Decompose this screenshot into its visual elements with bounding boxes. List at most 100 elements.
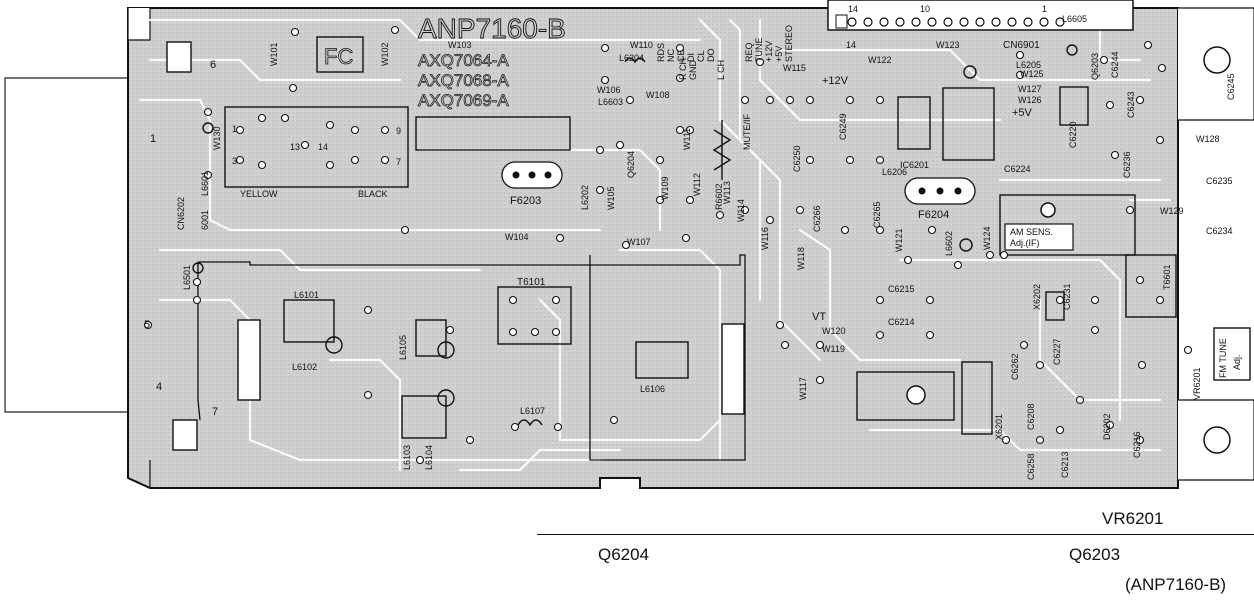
label-l6501: L6501 <box>182 265 192 290</box>
label-13: 13 <box>290 142 300 152</box>
pin-signal: GND <box>688 60 698 81</box>
label-w123: W123 <box>936 40 960 50</box>
label-14: 14 <box>846 40 856 50</box>
label-w119: W119 <box>822 344 845 354</box>
label-c6258: C6258 <box>1026 453 1036 480</box>
label-c6208: C6208 <box>1026 403 1036 430</box>
label-c6216: C6216 <box>1132 431 1142 458</box>
coils <box>192 44 1078 427</box>
label-yellow: YELLOW <box>240 189 278 199</box>
pin-signal: R CH <box>678 58 688 80</box>
label-9: 9 <box>396 126 401 136</box>
label-x6201: X6201 <box>994 414 1004 440</box>
connector-pin-14: 14 <box>848 4 858 14</box>
label-w103: W103 <box>448 40 472 50</box>
label-l6605: L6605 <box>1062 14 1087 24</box>
part-number-3: AXQ7069-A <box>418 91 509 110</box>
label-c6250: C6250 <box>792 145 802 172</box>
label-l6107: L6107 <box>520 406 545 416</box>
label-l6105: L6105 <box>398 335 408 360</box>
label-w106: W106 <box>597 85 621 95</box>
label-side-7: 7 <box>212 406 218 418</box>
label-c6243: C6243 <box>1126 91 1136 118</box>
pin-signal: DI <box>686 53 696 62</box>
label-w130: W130 <box>212 126 222 150</box>
caption-q6204: Q6204 <box>598 545 650 564</box>
label-c6266: C6266 <box>812 205 822 232</box>
filter-f6204 <box>904 177 976 205</box>
connector-pin-10: 10 <box>920 4 930 14</box>
label-c6249: C6249 <box>838 113 848 140</box>
label-14b: 14 <box>318 142 328 152</box>
copper-traces <box>138 18 1172 472</box>
board-id-label: ANP7160-B <box>418 13 566 44</box>
connector-name: CN6901 <box>1003 40 1040 51</box>
caption-board-ref: (ANP7160-B) <box>1125 575 1227 594</box>
label-w104: W104 <box>505 232 529 242</box>
pin-signal: CL <box>696 50 706 62</box>
label-l6206: L6206 <box>882 167 907 177</box>
label-w113: W113 <box>722 181 732 204</box>
label-side-1: 1 <box>150 133 156 145</box>
label-side-5: 5 <box>144 319 150 331</box>
mounting-bracket <box>4 77 128 413</box>
label-q6204: Q6204 <box>626 151 636 178</box>
component-outlines <box>166 36 1251 451</box>
label-w109: W109 <box>660 176 670 200</box>
pin-signal: NC <box>666 49 676 62</box>
label-l6104: L6104 <box>424 445 434 470</box>
label-q6203: Q6203 <box>1090 53 1100 80</box>
fc-mark: FC <box>324 44 353 69</box>
label-w114: W114 <box>736 199 746 222</box>
pin-signal: RDS <box>656 43 666 62</box>
label-w118: W118 <box>796 247 806 270</box>
label-l6106: L6106 <box>640 384 665 394</box>
label-w101: W101 <box>269 42 279 66</box>
label-c6215: C6215 <box>888 284 915 294</box>
shield-frame <box>197 254 746 461</box>
label-f6203: F6203 <box>510 195 541 207</box>
part-number-1: AXQ7064-A <box>418 51 509 70</box>
label-w128: W128 <box>1196 134 1220 144</box>
label-black: BLACK <box>358 189 388 199</box>
caption-vr6201: VR6201 <box>1102 509 1164 528</box>
label-c6220: C6220 <box>1068 121 1078 148</box>
label-w120: W120 <box>822 326 846 336</box>
label-am-sens: AM SENS. <box>1010 227 1053 237</box>
label-cn6202: CN6202 <box>176 197 186 230</box>
label-w107: W107 <box>627 237 651 247</box>
label-w115: W115 <box>783 63 806 73</box>
label-c6265: C6265 <box>872 201 882 228</box>
label-f6204: F6204 <box>918 209 949 221</box>
label-c6227: C6227 <box>1052 338 1062 365</box>
am-sens-box <box>1004 223 1074 251</box>
label-c6235: C6235 <box>1206 176 1233 186</box>
label-l6204: L6204 <box>619 53 644 63</box>
label-5v: +5V <box>1012 107 1033 119</box>
label-c6214: C6214 <box>888 317 915 327</box>
pin-signal: DO <box>706 49 716 63</box>
label-t6601: T6601 <box>1162 264 1172 290</box>
label-vt: VT <box>812 311 826 323</box>
label-vr6201: VR6201 <box>1192 367 1202 400</box>
label-l6601: L6601 <box>200 171 210 196</box>
label-fm-adj: Adj. <box>1232 354 1242 370</box>
label-l6103: L6103 <box>402 445 412 470</box>
label-x6202: X6202 <box>1032 284 1042 310</box>
label-w124: W124 <box>982 226 992 250</box>
label-c6213: C6213 <box>1060 451 1070 478</box>
label-w105: W105 <box>606 186 616 210</box>
label-w108: W108 <box>646 90 670 100</box>
label-c6244: C6244 <box>1110 51 1120 78</box>
label-l6603: L6603 <box>598 97 623 107</box>
label-w116: W116 <box>760 227 770 250</box>
label-w111: W111 <box>682 128 692 150</box>
connector-cn6901 <box>827 0 1134 31</box>
label-l6102: L6102 <box>292 362 317 372</box>
mounting-holes <box>906 46 1231 454</box>
pin-signal: STEREO <box>784 25 794 62</box>
label-w110: W110 <box>630 40 653 50</box>
label-l6202: L6202 <box>580 185 590 210</box>
label-mute: MUTE/IF <box>742 114 752 150</box>
label-fm-tune: FM TUNE <box>1218 338 1228 378</box>
